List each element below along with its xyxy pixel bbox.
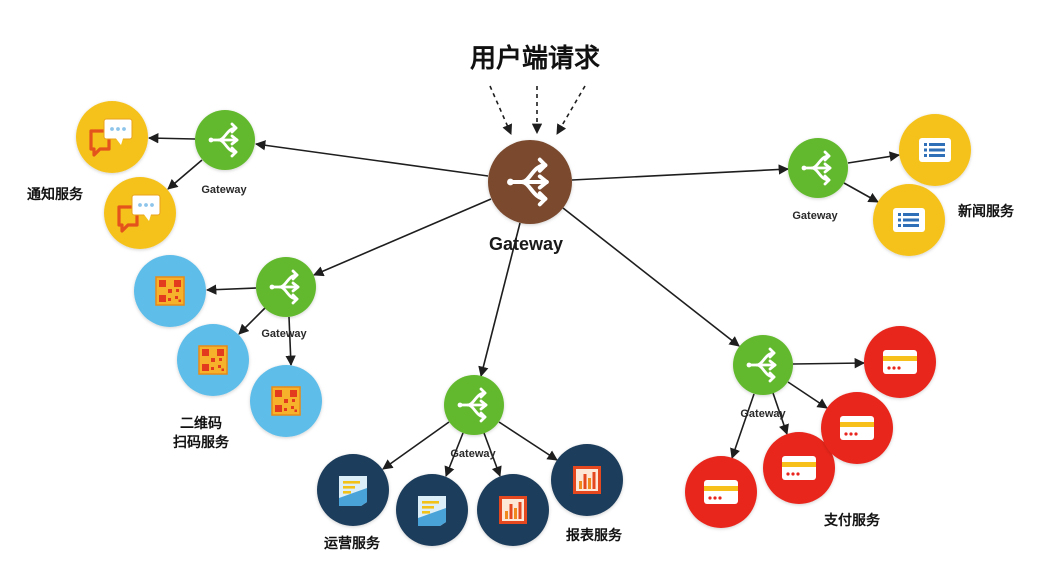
report-service-label: 报表服务 <box>566 527 623 544</box>
news-list-icon <box>893 208 925 232</box>
operations-group: Gateway 运营服务 报表服务 <box>317 375 623 552</box>
arrow-to-news-gateway <box>571 164 790 181</box>
arrow-to-payment-gateway <box>562 207 740 347</box>
qrcode-group: Gateway 二维码 扫码服务 <box>134 255 322 451</box>
qr-code-icon <box>155 276 185 306</box>
bar-chart-icon <box>499 496 527 524</box>
news-service-label: 新闻服务 <box>958 203 1015 220</box>
qr-code-icon <box>271 386 301 416</box>
qr-code-icon <box>198 345 228 375</box>
arrow-to-operations-service <box>382 421 450 470</box>
operations-service-label: 运营服务 <box>324 535 381 552</box>
news-group: Gateway 新闻服务 <box>788 114 1015 256</box>
arrow-to-qrcode-service <box>205 284 257 295</box>
arrow-to-news-service <box>847 151 901 164</box>
central-to-gateway-arrows <box>254 140 790 378</box>
arrow-to-qrcode-service <box>285 316 296 367</box>
arrow-to-notification-service <box>167 159 203 190</box>
credit-card-icon <box>782 456 816 480</box>
arrow-to-qrcode-gateway <box>313 198 492 277</box>
central-gateway: Gateway <box>488 140 572 254</box>
qrcode-service-label-line2: 扫码服务 <box>173 434 230 451</box>
arrow-to-payment-service <box>792 357 866 369</box>
arrow-to-payment-service <box>787 381 828 409</box>
request-arrows <box>489 85 586 135</box>
arrow-to-notification-service <box>147 133 196 144</box>
news-list-icon <box>919 138 951 162</box>
qrcode-gateway-label: Gateway <box>261 328 307 340</box>
notification-service-label: 通知服务 <box>27 186 84 203</box>
arrow-to-qrcode-service <box>238 307 266 335</box>
arrow-to-payment-service <box>772 392 789 435</box>
bar-chart-icon <box>573 466 601 494</box>
arrow-to-operations-gateway <box>478 222 521 378</box>
gateway-to-service-arrows <box>147 133 901 477</box>
request-arrow <box>489 85 513 135</box>
credit-card-icon <box>840 416 874 440</box>
payment-group: Gateway 支付服务 <box>685 326 936 529</box>
document-icon <box>418 496 446 526</box>
credit-card-icon <box>883 350 917 374</box>
document-icon <box>339 476 367 506</box>
central-gateway-label: Gateway <box>489 234 563 254</box>
arrow-to-news-service <box>843 182 879 203</box>
credit-card-icon <box>704 480 738 504</box>
arrow-to-payment-service <box>730 393 755 459</box>
notification-group: Gateway 通知服务 <box>27 101 255 249</box>
arrow-to-notification-gateway <box>254 140 489 177</box>
arrow-to-operations-service <box>444 432 464 477</box>
payment-service-label: 支付服务 <box>823 512 881 529</box>
qrcode-service-label-line1: 二维码 <box>180 415 222 432</box>
news-gateway-label: Gateway <box>792 210 838 222</box>
arrow-to-report-service <box>483 432 502 477</box>
request-arrow <box>556 85 586 135</box>
payment-gateway-label: Gateway <box>740 408 786 420</box>
arrow-to-report-service <box>498 421 558 461</box>
client-request-title: 用户端请求 <box>470 43 600 74</box>
operations-gateway-label: Gateway <box>450 448 496 460</box>
notification-gateway-label: Gateway <box>201 184 247 196</box>
